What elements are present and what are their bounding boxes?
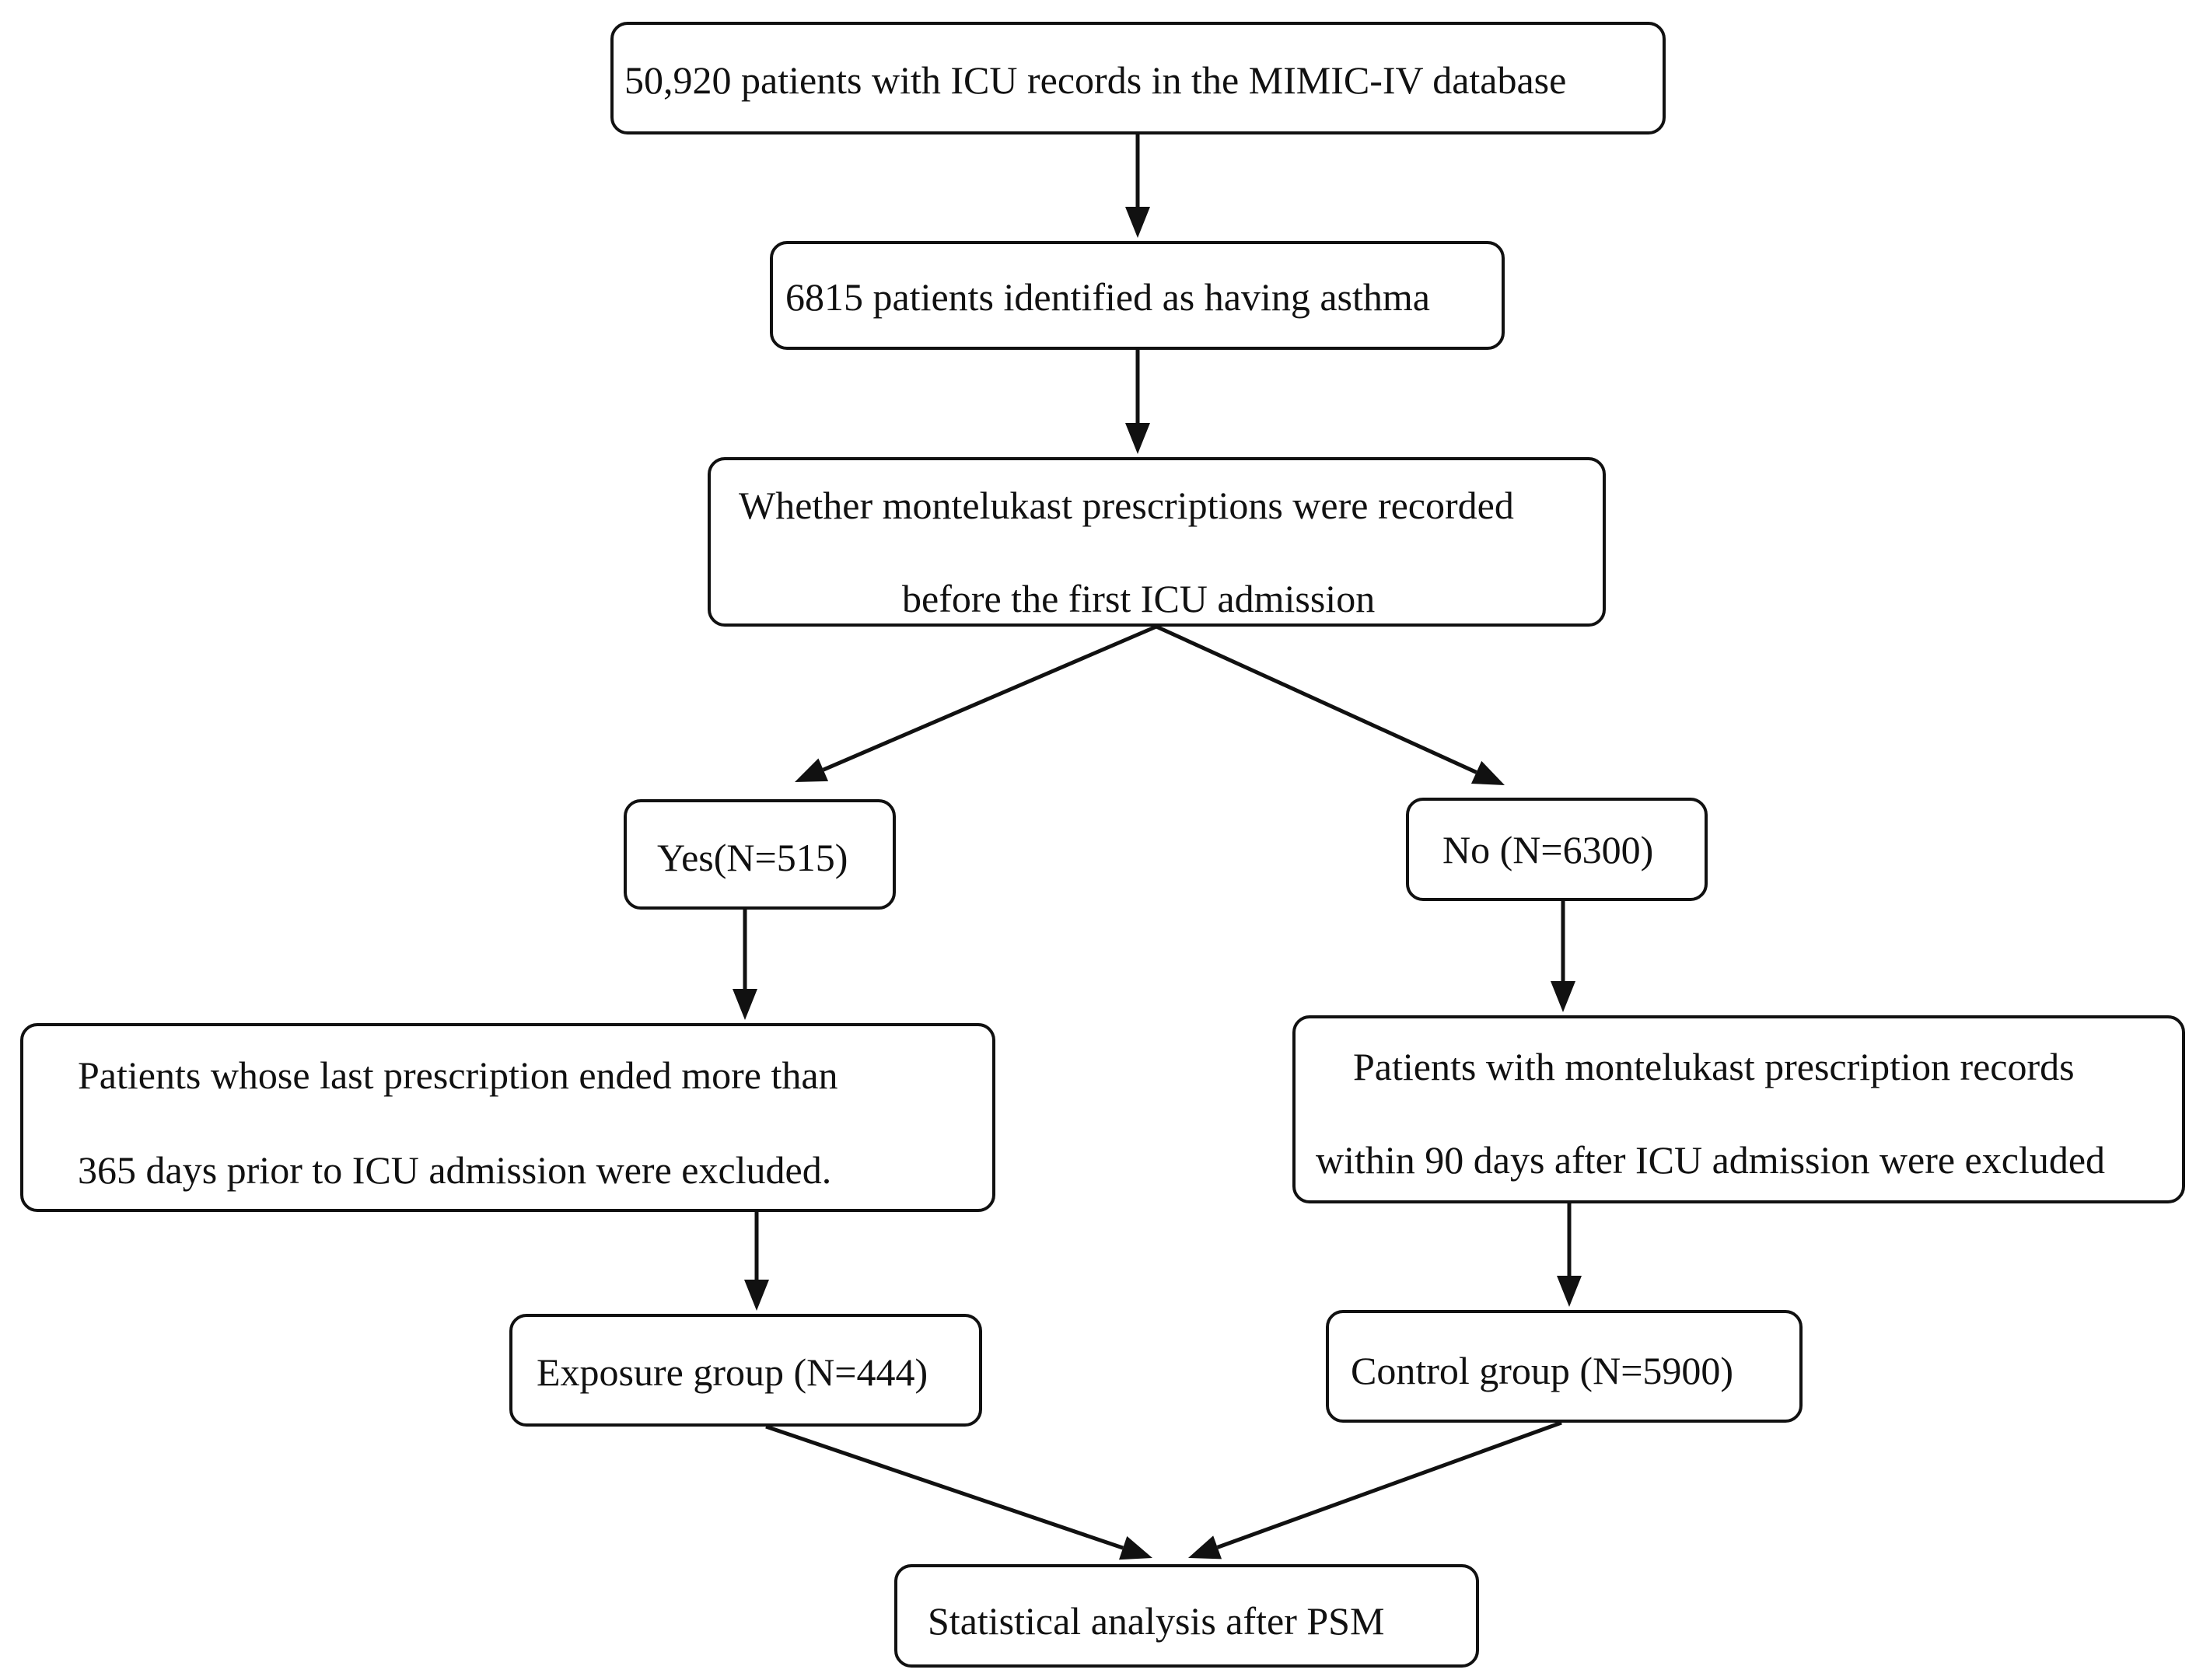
node-control-group — [1326, 1310, 1803, 1423]
arrow-no-to-exclusion-head — [1551, 981, 1575, 1012]
arrow-question-to-yes — [822, 624, 1157, 772]
node-exposure-group — [509, 1314, 982, 1427]
node-yes-branch-text: Yes(N=515) — [657, 836, 848, 879]
node-asthma-patients-text: 6815 patients identified as having asthm… — [785, 275, 1430, 319]
node-control-group-text: Control group (N=5900) — [1351, 1349, 1734, 1392]
node-no-branch — [1406, 798, 1708, 901]
node-no-exclusion-line2: within 90 days after ICU admission were … — [1316, 1138, 2106, 1182]
arrow-exclusion-to-control-head — [1557, 1276, 1582, 1307]
node-yes-exclusion-line1: Patients whose last prescription ended m… — [78, 1053, 838, 1097]
node-statistical-analysis — [894, 1564, 1479, 1668]
arrow-question-to-no-head — [1470, 760, 1505, 785]
arrow-exclusion-to-exposure-head — [744, 1280, 769, 1311]
node-yes-exclusion-line2: 365 days prior to ICU admission were exc… — [78, 1148, 832, 1192]
node-montelukast-question-line2: before the first ICU admission — [902, 577, 1376, 620]
node-montelukast-question — [708, 457, 1606, 627]
node-yes-branch — [624, 799, 896, 910]
arrow-control-to-analysis-head — [1188, 1535, 1222, 1560]
node-statistical-analysis-text: Statistical analysis after PSM — [928, 1599, 1385, 1643]
node-yes-exclusion — [20, 1023, 995, 1212]
node-asthma-patients — [770, 241, 1505, 350]
arrow-yes-to-exclusion-head — [733, 989, 757, 1020]
arrow-question-to-yes-head — [795, 758, 829, 782]
arrow-control-to-analysis — [1216, 1420, 1562, 1549]
node-no-branch-text: No (N=6300) — [1442, 828, 1654, 871]
node-mimic-cohort-text: 50,920 patients with ICU records in the … — [624, 58, 1567, 102]
arrow-asthma-to-question-head — [1125, 423, 1150, 454]
arrow-exposure-to-analysis-head — [1118, 1535, 1152, 1560]
node-mimic-cohort — [610, 22, 1666, 134]
arrow-question-to-no — [1155, 624, 1477, 774]
node-montelukast-question-line1: Whether montelukast prescriptions were r… — [739, 484, 1514, 527]
arrow-mimic-to-asthma-head — [1125, 207, 1150, 238]
node-exposure-group-text: Exposure group (N=444) — [537, 1350, 928, 1394]
arrow-exposure-to-analysis — [765, 1424, 1124, 1550]
node-no-exclusion-line1: Patients with montelukast prescription r… — [1353, 1045, 2075, 1088]
node-no-exclusion — [1292, 1015, 2185, 1203]
